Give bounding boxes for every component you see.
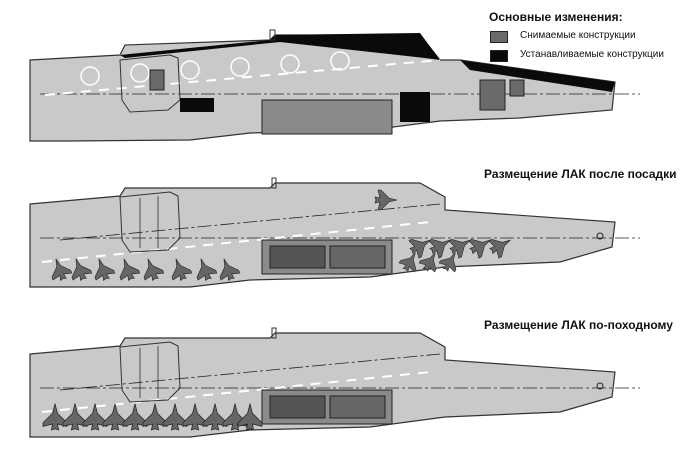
angled-deck-line <box>59 353 441 391</box>
island-outline <box>119 341 181 403</box>
aircraft-shape <box>448 239 471 259</box>
removed-structure <box>479 79 506 111</box>
helicopter-spot <box>280 54 300 74</box>
mast-detail <box>271 177 277 189</box>
elevator-detail <box>329 395 386 419</box>
aircraft-shape <box>488 239 511 259</box>
aircraft-shape <box>468 239 491 259</box>
aircraft-mark <box>94 258 116 281</box>
ship-view-1 <box>29 177 640 288</box>
aircraft-mark <box>219 258 241 281</box>
landing-stripe <box>44 59 441 96</box>
aircraft-shape <box>119 258 141 281</box>
aircraft-shape <box>438 252 457 273</box>
mast-detail <box>271 327 277 339</box>
aircraft-mark <box>448 239 471 259</box>
aircraft-shape <box>219 258 241 281</box>
aircraft-shape <box>171 258 193 281</box>
aircraft-mark <box>71 258 93 281</box>
helicopter-spot <box>230 57 250 77</box>
aircraft-mark <box>51 258 73 281</box>
aircraft-mark <box>488 239 511 259</box>
elevator-block <box>261 99 393 135</box>
removed-structure <box>509 79 525 97</box>
helicopter-spot <box>180 60 200 80</box>
view-title-stowed: Размещение ЛАК по-походному <box>484 318 673 332</box>
aircraft-mark <box>171 258 193 281</box>
helicopter-spot <box>330 51 350 71</box>
landing-stripe <box>41 371 431 413</box>
view-title-after-landing: Размещение ЛАК после посадки <box>484 167 677 181</box>
aircraft-mark <box>418 252 437 273</box>
legend-title: Основные изменения: <box>489 10 623 24</box>
aircraft-shape <box>196 258 218 281</box>
removed-structure <box>149 69 165 91</box>
installed-structure <box>120 33 440 60</box>
aircraft-shape <box>143 258 165 281</box>
aircraft-shape <box>398 252 417 273</box>
bow-marker <box>596 232 604 240</box>
aircraft-mark <box>237 403 263 431</box>
island-outline <box>119 191 181 253</box>
aircraft-shape <box>428 239 451 259</box>
aircraft-mark <box>374 189 398 211</box>
aircraft-mark <box>438 252 457 273</box>
helicopter-spot <box>80 66 100 86</box>
elevator-detail <box>269 245 326 269</box>
mast-detail <box>269 29 276 41</box>
installed-structure <box>400 92 430 122</box>
legend-label-installed: Устанавливаемые конструкции <box>520 49 664 60</box>
island-outline <box>119 54 181 113</box>
aircraft-mark <box>119 258 141 281</box>
aircraft-shape <box>374 189 398 211</box>
aircraft-shape <box>94 258 116 281</box>
helicopter-spot <box>130 63 150 83</box>
aircraft-mark <box>143 258 165 281</box>
aircraft-mark <box>468 239 491 259</box>
ship-view-0 <box>29 29 640 142</box>
aircraft-shape <box>237 403 263 431</box>
aircraft-shape <box>71 258 93 281</box>
elevator-detail <box>269 395 326 419</box>
aircraft-mark <box>408 239 431 259</box>
aircraft-mark <box>428 239 451 259</box>
legend-swatch-removed <box>490 31 508 43</box>
landing-stripe <box>41 221 431 263</box>
installed-structure <box>460 60 615 92</box>
elevator-detail <box>329 245 386 269</box>
legend-swatch-installed <box>490 50 508 62</box>
aircraft-mark <box>196 258 218 281</box>
aircraft-shape <box>418 252 437 273</box>
angled-deck-line <box>59 203 441 241</box>
bow-marker <box>596 382 604 390</box>
legend-label-removed: Снимаемые конструкции <box>520 30 636 41</box>
aircraft-mark <box>398 252 417 273</box>
aircraft-shape <box>408 239 431 259</box>
installed-structure <box>180 98 214 112</box>
aircraft-shape <box>51 258 73 281</box>
